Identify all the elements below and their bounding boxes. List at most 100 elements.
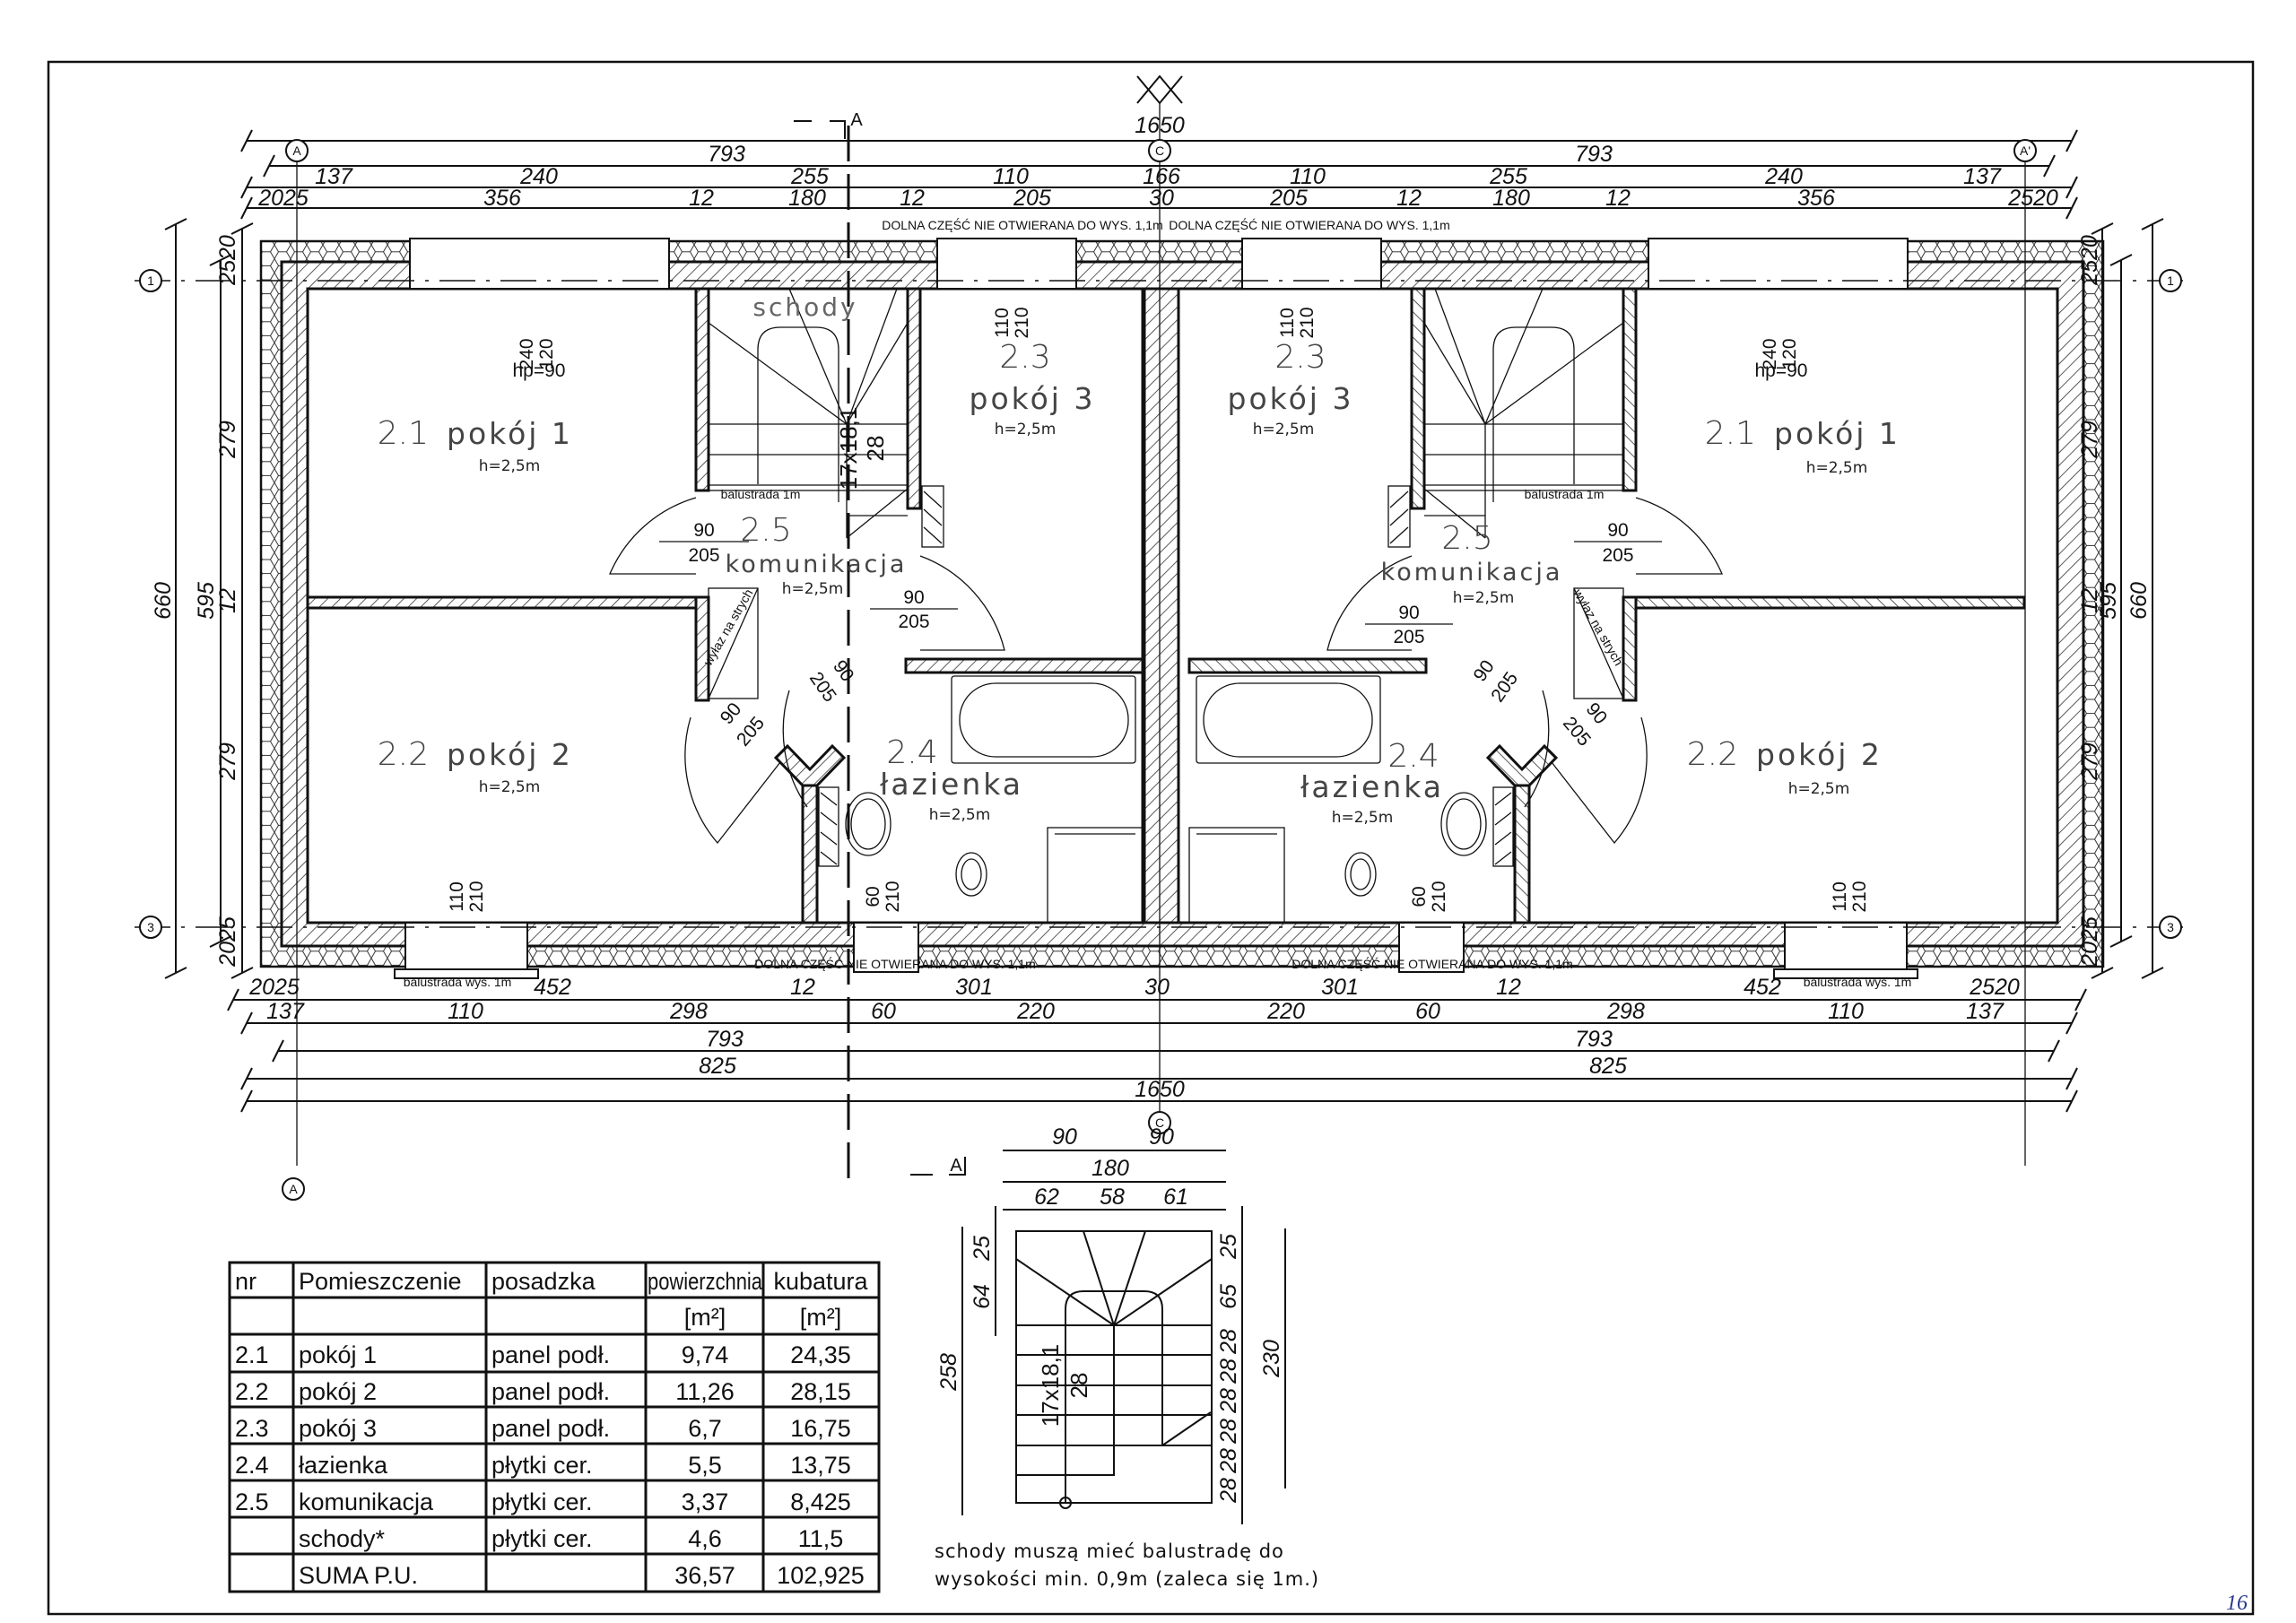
dim-825-left: 825: [699, 1054, 736, 1079]
table-header: nr: [235, 1268, 257, 1295]
dim-top: 137: [315, 164, 353, 189]
room-2-4-name: łazienka: [880, 767, 1023, 802]
dim-right: 12: [2077, 588, 2102, 613]
window-bath-left: [853, 922, 919, 973]
stair-dim: 28: [1216, 1478, 1241, 1504]
note-balcony-rail: balustrada wys. 1m: [404, 975, 512, 989]
note-balcony-rail: balustrada wys. 1m: [1804, 975, 1912, 989]
table-cell: pokój 2: [299, 1378, 377, 1405]
stair-dim: 65: [1216, 1284, 1241, 1309]
dimension-tick: [2066, 196, 2078, 220]
section-marker-bottom: [910, 1157, 966, 1176]
room-2-1-name: pokój 1: [447, 416, 573, 451]
room-2-4-name: łazienka: [1300, 769, 1444, 804]
stair-dim: 61: [1163, 1185, 1188, 1210]
table-cell: SUMA P.U.: [299, 1562, 418, 1589]
dim-total-top: 1650: [1135, 113, 1185, 138]
window-width: 240: [517, 338, 537, 369]
dim-bottom: 12: [1496, 975, 1521, 1000]
stair-dim: 90: [1052, 1124, 1077, 1150]
window-width: 110: [1830, 881, 1850, 911]
bottom-dimensions: DOLNA CZĘŚĆ NIE OTWIERANA DO WYS. 1,1m D…: [248, 956, 2020, 1102]
dimension-tick: [240, 1067, 253, 1090]
window-height: 210: [1429, 881, 1449, 912]
dim-top: 205: [1269, 186, 1308, 211]
table-header: powierzchnia: [648, 1268, 763, 1295]
dimension-tick: [240, 1011, 253, 1035]
table-cell: 2.3: [235, 1415, 269, 1442]
window-bath-right: [1398, 922, 1465, 973]
stair-outline: [1015, 1230, 1213, 1504]
north-arrow-icon: [1136, 74, 1183, 105]
window-room2-right: [1784, 922, 1908, 970]
dimension-tick: [240, 196, 253, 220]
door-height: 205: [1393, 627, 1424, 647]
table-cell: 24,35: [790, 1341, 851, 1368]
dimension-tick: [209, 935, 232, 948]
dim-top: 255: [1489, 164, 1527, 189]
stair-dim: 28: [1216, 1329, 1241, 1355]
room-2-3-number: 2.3: [1274, 339, 1326, 376]
room-2-2-number: 2.2: [1687, 736, 1738, 773]
door-height: 205: [688, 545, 719, 566]
table-cell: 2.1: [235, 1341, 269, 1368]
table-cell: panel podł.: [491, 1341, 610, 1368]
window-sill-height: hp=90: [513, 360, 566, 381]
dim-half-left-bottom: 793: [706, 1027, 744, 1052]
table-unit: [m²]: [684, 1304, 726, 1331]
room-2-2-height: h=2,5m: [1788, 780, 1850, 798]
center-party-wall: [1143, 287, 1180, 924]
room-2-1-height: h=2,5m: [479, 457, 541, 475]
window-width: 110: [1277, 308, 1298, 337]
stair-dim: 58: [1100, 1185, 1125, 1210]
dim-bottom: 137: [1966, 999, 2005, 1024]
dim-right: 2520: [2077, 235, 2102, 286]
room-2-1-number: 2.1: [378, 415, 429, 452]
table-header: kubatura: [773, 1268, 868, 1295]
room-2-2-name: pokój 2: [1756, 737, 1883, 772]
room-2-5-number: 2.5: [740, 512, 791, 549]
dimension-tick: [2066, 129, 2078, 152]
section-label-bottom: A: [950, 1156, 962, 1176]
section-label-top: A: [850, 110, 863, 130]
door-width: 90: [1398, 603, 1419, 623]
table-cell: 28,15: [790, 1378, 851, 1405]
room-2-5-name: komunikacja: [726, 551, 908, 578]
stair-dim: 90: [1149, 1124, 1174, 1150]
room-2-4-number: 2.4: [1387, 738, 1439, 775]
table-cell: 16,75: [790, 1415, 851, 1442]
dim-top: 12: [1605, 186, 1631, 211]
dimension-tick: [164, 218, 187, 230]
dim-825-right: 825: [1589, 1054, 1627, 1079]
window-height: 210: [466, 881, 487, 912]
room-2-4-number: 2.4: [886, 734, 937, 771]
dim-right: 660: [2126, 582, 2152, 620]
dim-top: 30: [1149, 186, 1174, 211]
stair-dim: 28: [1216, 1419, 1241, 1445]
dim-left: 2025: [215, 916, 240, 968]
dim-right: 279: [2077, 742, 2102, 781]
dimension-tick: [2066, 176, 2078, 199]
table-cell: 11,5: [798, 1525, 844, 1552]
stair-dim: 25: [970, 1236, 995, 1262]
axis-label-a-top: A: [292, 143, 301, 158]
window-height: 120: [536, 338, 557, 369]
window-room2-left: [404, 922, 528, 970]
window-height: 120: [1779, 338, 1800, 369]
dim-bottom: 220: [1016, 999, 1055, 1024]
table-cell: 5,5: [688, 1452, 722, 1479]
room-2-3-height: h=2,5m: [995, 421, 1057, 438]
dim-total-bottom: 1650: [1135, 1077, 1185, 1102]
room-2-5-number: 2.5: [1441, 520, 1492, 557]
axis-label-a-bottom: A: [289, 1182, 298, 1196]
axis-label-3-right: 3: [2167, 920, 2174, 934]
note-window-fixed: DOLNA CZĘŚĆ NIE OTWIERANA DO WYS. 1,1m: [1292, 956, 1573, 971]
window-width: 240: [1760, 338, 1780, 369]
dim-bottom: 110: [1828, 999, 1864, 1024]
window-height: 210: [1012, 307, 1032, 338]
dim-left: 595: [194, 582, 219, 620]
dimension-tick: [2109, 935, 2133, 948]
side-dimensions: 660 595 279 12 279 2520 2025 279 12 279 …: [151, 235, 2152, 968]
dim-bottom: 2025: [248, 975, 300, 1000]
table-cell: 2.2: [235, 1378, 269, 1405]
